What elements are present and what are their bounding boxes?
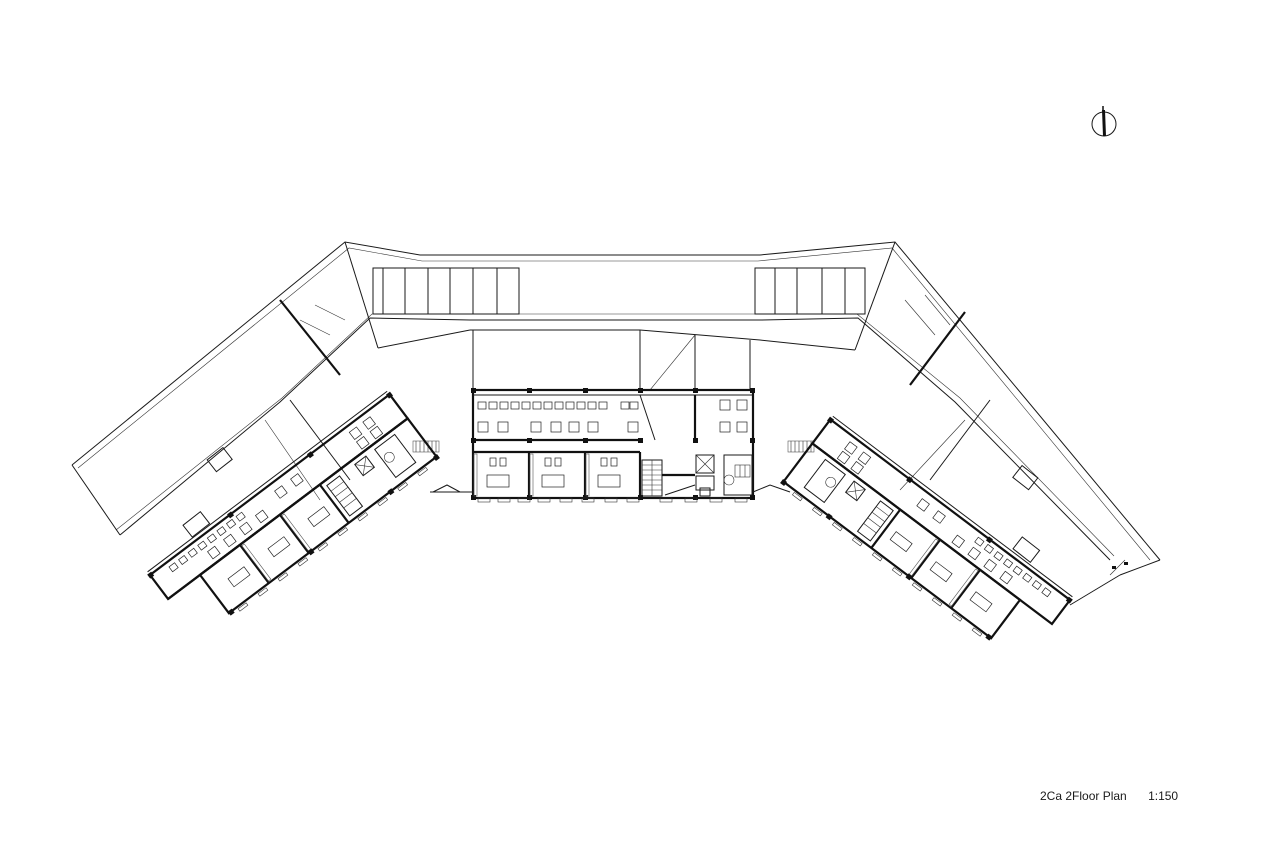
drawing-caption: 2Ca 2Floor Plan 1:150 [1040, 789, 1178, 803]
dimension-marker [1109, 559, 1128, 576]
roof-outline [71, 241, 1161, 606]
courtyard-lines [264, 330, 991, 501]
skylight-panels-left [372, 267, 520, 315]
skylight-panels-right [754, 267, 866, 315]
west-wing [147, 390, 440, 616]
drawing-scale: 1:150 [1148, 789, 1179, 803]
east-wing [780, 415, 1073, 641]
central-block [430, 388, 755, 503]
north-arrow-icon [1091, 106, 1117, 137]
drawing-title: 2Ca 2Floor Plan [1040, 789, 1127, 803]
